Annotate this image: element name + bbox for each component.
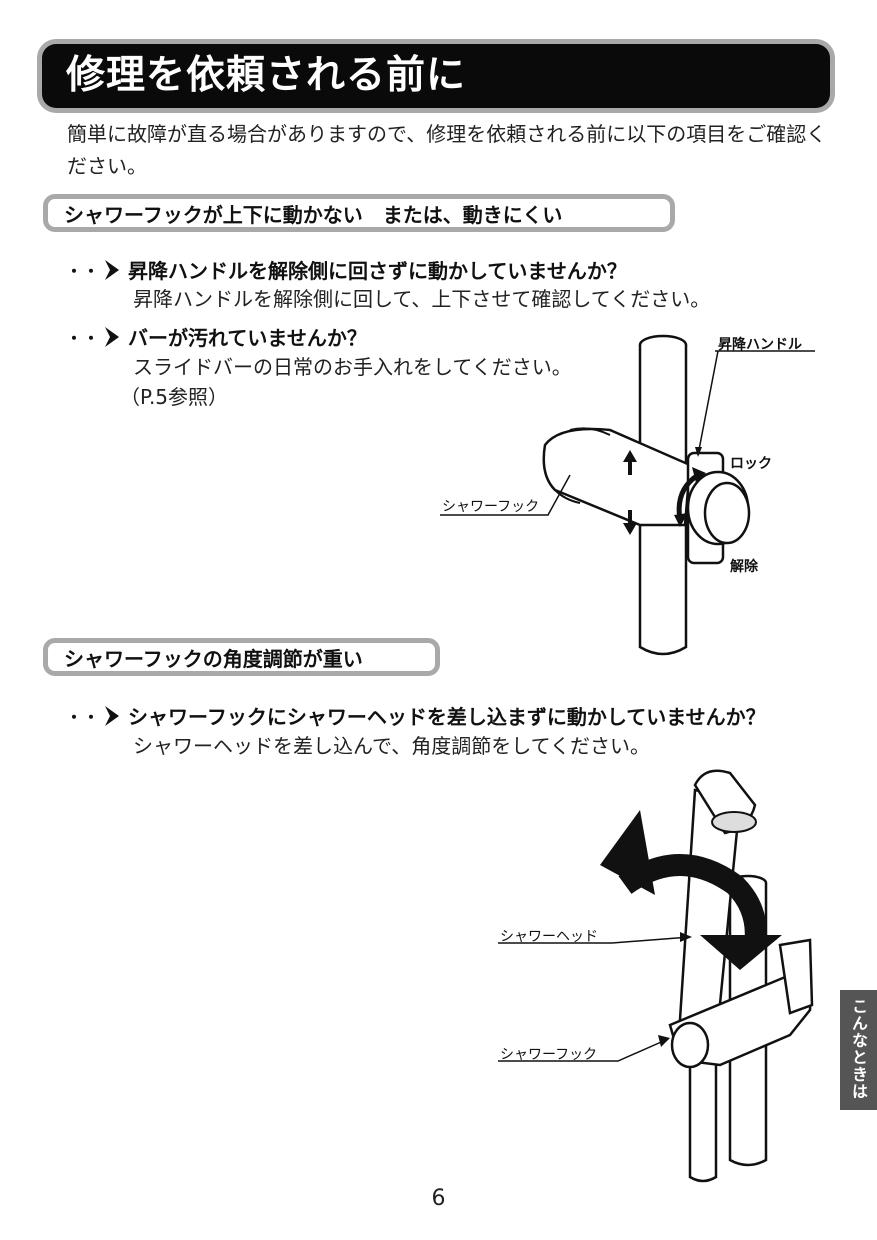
chevron-right-icon (105, 326, 120, 347)
section1-item1-question-row: ・・ 昇降ハンドルを解除側に回さずに動かしていませんか？ (66, 255, 627, 284)
page-title: 修理を依頼される前に (66, 53, 467, 98)
dots-icon: ・・ (66, 707, 101, 727)
section1-item2-answer-ref: （P.5参照） (120, 385, 229, 409)
section2-heading-box: シャワーフックの角度調節が重い (43, 638, 440, 676)
chevron-right-icon (105, 705, 120, 726)
section2-heading: シャワーフックの角度調節が重い (64, 647, 363, 671)
section1-item2-question-row: ・・ バーが汚れていませんか？ (66, 322, 367, 351)
side-tab: こんなときは (840, 990, 877, 1110)
figure1-label-handle: 昇降ハンドル (718, 337, 802, 353)
intro-text: 簡単に故障が直る場合がありますので、修理を依頼される前に以下の項目をご確認くださ… (67, 122, 827, 178)
figure1-label-release: 解除 (730, 559, 758, 575)
page-number: 6 (431, 1186, 446, 1211)
figure2-label-head: シャワーヘッド (500, 929, 598, 945)
side-tab-label: こんなときは (849, 998, 868, 1100)
dots-icon: ・・ (66, 328, 101, 348)
section2-item1-answer: シャワーヘッドを差し込んで、角度調節をしてください。 (133, 734, 650, 758)
section1-item1-question: 昇降ハンドルを解除側に回さずに動かしていませんか？ (128, 259, 627, 283)
section2-item1-question-row: ・・ シャワーフックにシャワーヘッドを差し込まずに動かしていませんか？ (66, 701, 766, 730)
section1-item2-question: バーが汚れていませんか？ (128, 326, 367, 350)
figure1-label-lock: ロック (730, 456, 772, 472)
section2-item1-question: シャワーフックにシャワーヘッドを差し込まずに動かしていませんか？ (128, 705, 766, 729)
dots-icon: ・・ (66, 261, 101, 281)
shower-head-angle-illustration (498, 769, 814, 1183)
section1-item2-answer: スライドバーの日常のお手入れをしてください。 (133, 355, 572, 379)
chevron-right-icon (105, 259, 120, 280)
page-title-bar: 修理を依頼される前に (42, 44, 830, 108)
shower-hook-slide-illustration (440, 334, 815, 656)
figure1-label-hook: シャワーフック (442, 499, 540, 515)
section1-heading: シャワーフックが上下に動かない または、動きにくい (64, 203, 563, 227)
section1-item1-answer: 昇降ハンドルを解除側に回して、上下させて確認してください。 (133, 287, 711, 311)
figure2-label-hook: シャワーフック (500, 1047, 598, 1063)
section1-heading-box: シャワーフックが上下に動かない または、動きにくい (43, 194, 675, 232)
